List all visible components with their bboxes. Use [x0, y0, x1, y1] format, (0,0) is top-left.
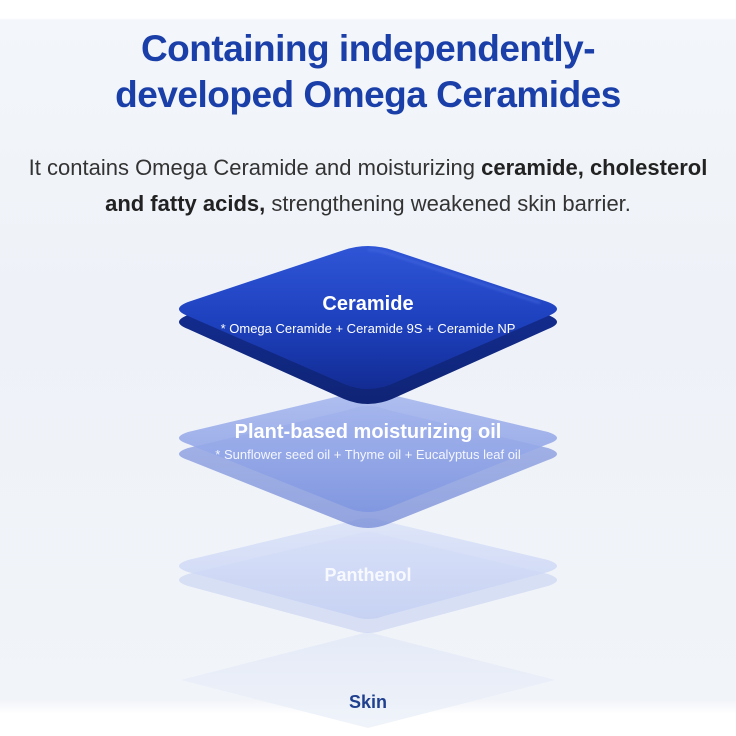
skin-title: Skin	[348, 692, 387, 712]
ceramide-layer	[179, 246, 557, 404]
description-line-1-bold: ceramide, cholesterol	[481, 155, 708, 180]
panthenol-layer	[179, 518, 557, 633]
description-line-2: and fatty acids, strengthening weakened …	[0, 186, 736, 222]
oil-title: Plant-based moisturizing oil	[234, 421, 502, 443]
headline: Containing independently- developed Omeg…	[0, 26, 736, 118]
headline-line-2: developed Omega Ceramides	[115, 74, 621, 115]
headline-line-1: Containing independently-	[140, 28, 596, 69]
panthenol-title: Panthenol	[324, 565, 412, 585]
description-line-2-bold: and fatty acids,	[105, 191, 266, 216]
ceramide-ingredients: * Omega Ceramide + Ceramide 9S + Ceramid…	[220, 321, 516, 336]
description: It contains Omega Ceramide and moisturiz…	[0, 150, 736, 222]
oil-layer	[179, 390, 557, 528]
skin-layer	[181, 632, 555, 728]
oil-ingredients: * Sunflower seed oil + Thyme oil + Eucal…	[215, 447, 521, 462]
ceramide-title: Ceramide	[322, 293, 414, 315]
description-line-1-regular: It contains Omega Ceramide and moisturiz…	[28, 155, 482, 180]
description-line-2-regular: strengthening weakened skin barrier.	[265, 191, 631, 216]
description-line-1: It contains Omega Ceramide and moisturiz…	[0, 150, 736, 186]
